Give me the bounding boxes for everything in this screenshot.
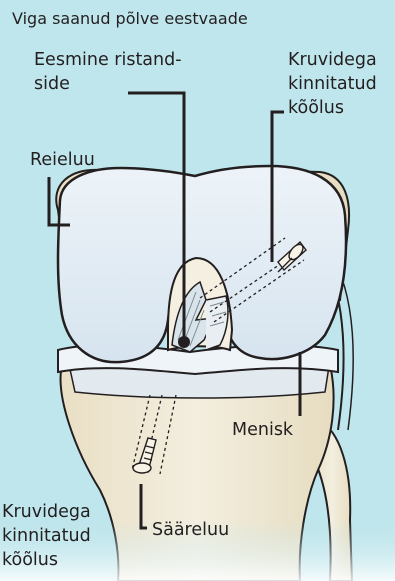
acl-dot [178,336,190,348]
label-meniscus: Menisk [232,418,293,442]
label-graft-top: Kruvidega kinnitatud kõõlus [288,48,377,120]
label-graft-top-line3: kõõlus [288,96,377,120]
label-graft-bottom-line1: Kruvidega [2,500,91,524]
label-graft-bottom-line3: kõõlus [2,548,91,572]
label-graft-top-line1: Kruvidega [288,48,377,72]
diagram-title: Viga saanud põlve eestvaade [12,8,248,30]
label-tibia: Sääreluu [152,518,229,542]
label-femur: Reieluu [30,148,95,172]
label-graft-bottom-line2: kinnitatud [2,524,91,548]
label-acl-line2: side [34,72,182,96]
label-acl-line1: Eesmine ristand- [34,48,182,72]
label-graft-top-line2: kinnitatud [288,72,377,96]
label-graft-bottom: Kruvidega kinnitatud kõõlus [2,500,91,572]
label-acl: Eesmine ristand- side [34,48,182,96]
